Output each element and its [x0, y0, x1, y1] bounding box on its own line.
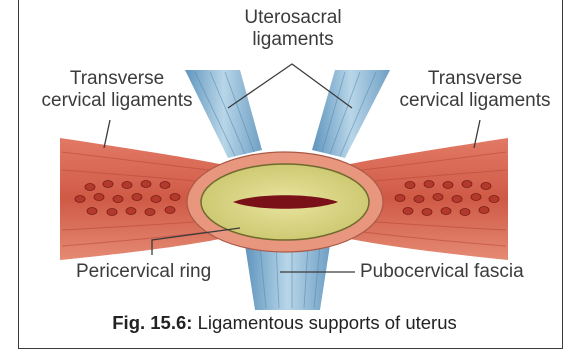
figure-caption: Fig. 15.6: Ligamentous supports of uteru… [0, 312, 569, 334]
label-transverse-right: Transverse cervical ligaments [390, 68, 560, 112]
figure-caption-text: Ligamentous supports of uterus [198, 312, 457, 333]
label-uterosacral-line1: Uterosacral [230, 7, 356, 29]
label-uterosacral-line2: ligaments [230, 29, 356, 51]
label-uterosacral: Uterosacral ligaments [230, 7, 356, 51]
label-transverse-left: Transverse cervical ligaments [32, 68, 202, 112]
figure-number: Fig. 15.6: [112, 312, 192, 333]
label-transverse-left-line1: Transverse [32, 68, 202, 90]
label-transverse-right-line2: cervical ligaments [390, 90, 560, 112]
label-transverse-left-line2: cervical ligaments [32, 90, 202, 112]
label-transverse-right-line1: Transverse [390, 68, 560, 90]
label-pericervical-ring: Pericervical ring [76, 261, 211, 283]
label-pubocervical-fascia: Pubocervical fascia [360, 261, 524, 283]
leader-transverse-left [104, 120, 110, 148]
